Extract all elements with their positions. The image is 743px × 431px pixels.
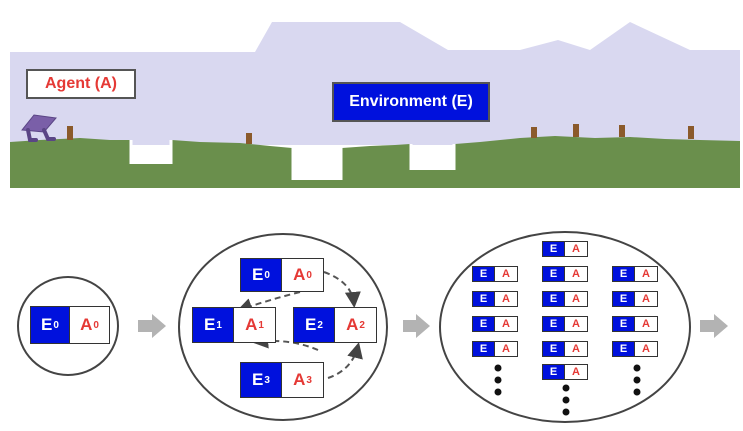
transition-arrows xyxy=(236,271,363,379)
env-cell: E xyxy=(613,317,635,331)
env-cell: E xyxy=(473,267,495,281)
continuation-dots xyxy=(494,364,641,416)
env-cell: E xyxy=(543,365,565,379)
arrow-stage2-to-3 xyxy=(403,314,430,338)
env-cell: E xyxy=(613,292,635,306)
agent-cell: A xyxy=(565,342,587,356)
agent-cell: A xyxy=(635,317,657,331)
agent-cell: A xyxy=(565,365,587,379)
arrow-2-to-3 xyxy=(327,342,363,379)
agent-cell: A xyxy=(565,292,587,306)
agent-cell: A xyxy=(565,317,587,331)
agent-cell: A xyxy=(495,267,517,281)
env-cell: E xyxy=(473,292,495,306)
arrow-0-to-2 xyxy=(323,271,361,308)
agent-cell: A xyxy=(495,317,517,331)
agent-cell: A xyxy=(635,342,657,356)
env-cell: E xyxy=(543,267,565,281)
progression-arrows xyxy=(138,314,728,338)
terrain-posts xyxy=(67,124,694,144)
arrow-1-to-3 xyxy=(252,332,319,351)
agent-cell: A xyxy=(565,242,587,256)
arrow-0-to-1 xyxy=(236,291,301,314)
arrow-stage1-to-2 xyxy=(138,314,166,338)
env-cell: E xyxy=(613,267,635,281)
environment-label: Environment (E) xyxy=(332,82,490,122)
env-cell: E xyxy=(543,292,565,306)
agent-cell: A xyxy=(635,292,657,306)
agent-walker xyxy=(21,114,57,142)
pit-edges xyxy=(129,140,456,180)
env-cell: E xyxy=(543,242,565,256)
env-cell: E xyxy=(613,342,635,356)
agent-label: Agent (A) xyxy=(26,69,136,99)
env-cell: E xyxy=(543,317,565,331)
agent-cell: A xyxy=(635,267,657,281)
agent-cell: A xyxy=(495,292,517,306)
env-cell: E xyxy=(473,342,495,356)
agent-cell: A xyxy=(495,342,517,356)
arrow-stage3-onward xyxy=(700,314,728,338)
agent-cell: A xyxy=(565,267,587,281)
env-cell: E xyxy=(473,317,495,331)
env-cell: E xyxy=(543,342,565,356)
stage2-ellipse xyxy=(178,233,388,421)
terrain-ground xyxy=(10,136,740,188)
